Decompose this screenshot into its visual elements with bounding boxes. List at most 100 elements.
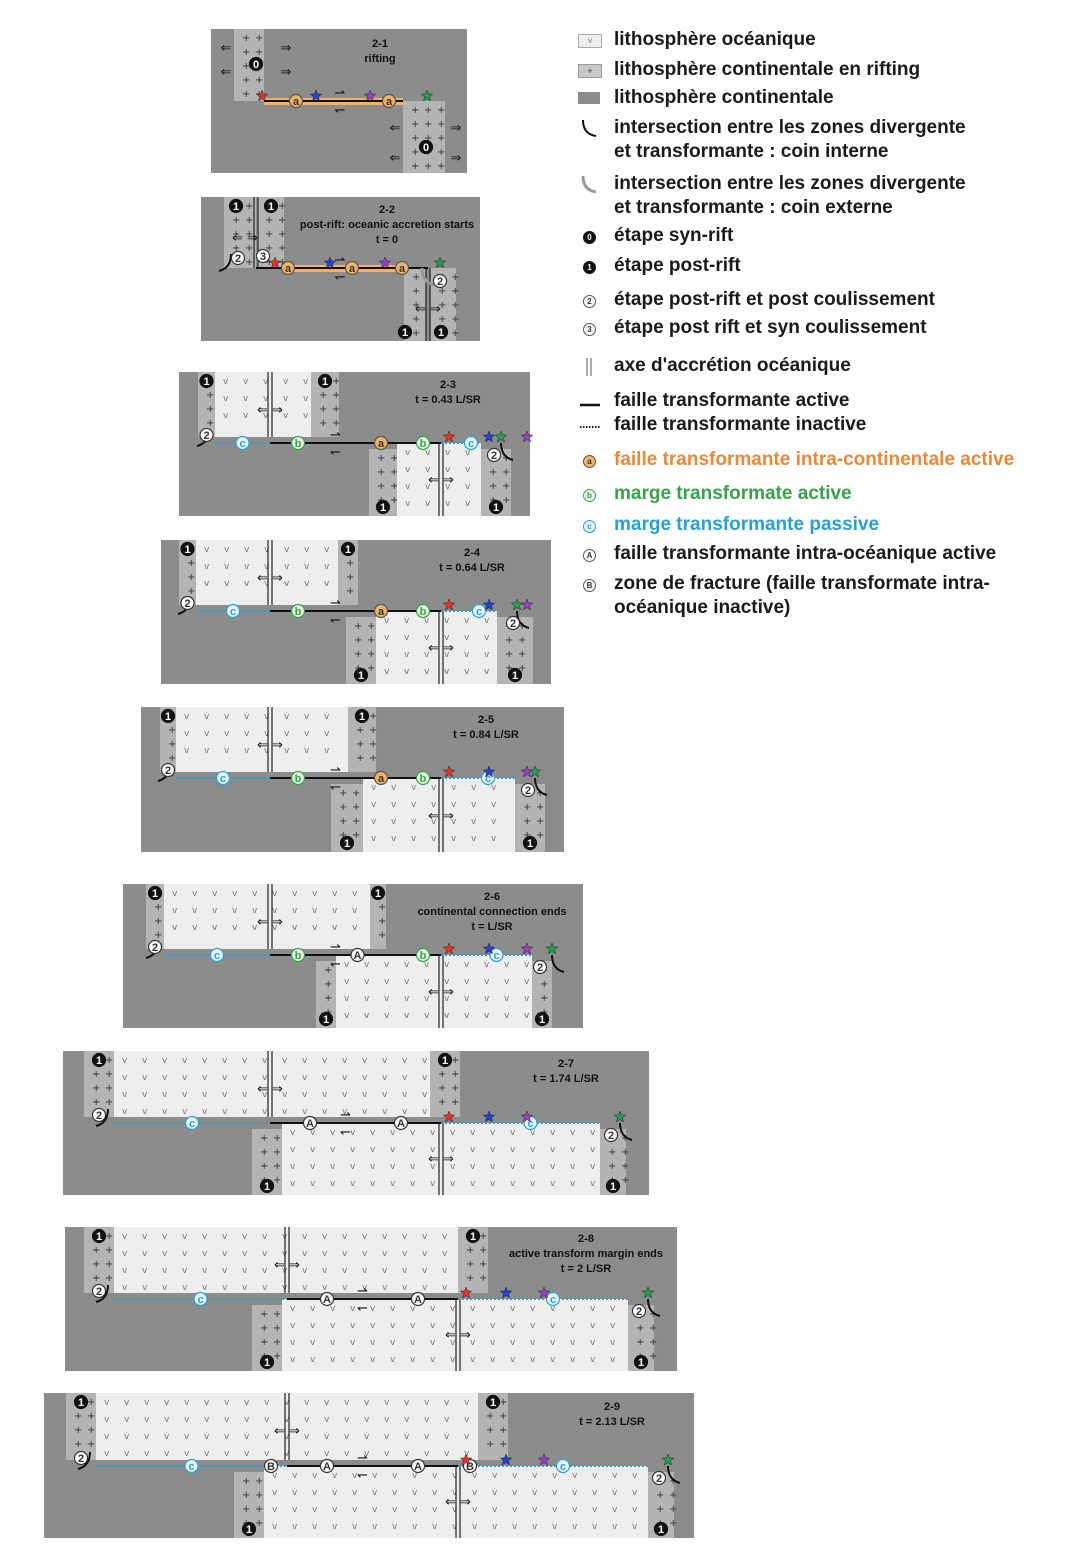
spreading-arrows-arrows: ⇐ ⇒	[232, 231, 258, 246]
oceanic-v-mark: v	[384, 616, 390, 626]
rifting-plus-mark: +	[502, 481, 510, 492]
oceanic-v-mark: v	[422, 1283, 428, 1293]
oceanic-v-mark: v	[242, 1073, 248, 1083]
oceanic-v-mark: v	[362, 1090, 368, 1100]
oceanic-v-mark: v	[510, 1304, 516, 1314]
oceanic-v-mark: v	[223, 394, 229, 404]
oceanic-v-mark: v	[444, 1432, 450, 1442]
marker-A-circle	[393, 1115, 409, 1131]
oceanic-v-mark: v	[444, 1398, 450, 1408]
rifting-plus-mark: +	[206, 418, 214, 429]
post-slip-marker: 2	[199, 427, 214, 443]
extension-arrow-right: ⇒	[281, 65, 292, 80]
rifting-plus-mark: +	[242, 33, 250, 44]
oceanic-v-mark: v	[572, 1505, 578, 1515]
continental-strip-upper-remnant	[338, 540, 358, 605]
rifting-plus-mark: +	[105, 1083, 113, 1094]
oceanic-v-mark: v	[162, 1073, 168, 1083]
legend-item-inner-corner: intersection entre les zones divergente …	[570, 116, 1075, 162]
rifting-plus-mark: +	[245, 229, 253, 240]
oceanic-v-mark: v	[284, 1398, 290, 1408]
oceanic-v-mark: v	[451, 800, 457, 810]
oceanic-v-mark: v	[512, 1488, 518, 1498]
oceanic-v-mark: v	[312, 1488, 318, 1498]
marker-a-circle	[373, 435, 389, 451]
oceanic-v-mark: v	[224, 579, 230, 589]
oceanic-v-mark: v	[330, 1321, 336, 1331]
oceanic-v-mark: v	[452, 1522, 458, 1532]
oceanic-v-mark: v	[510, 1338, 516, 1348]
oceanic-v-mark: v	[192, 889, 198, 899]
blue-star	[482, 1110, 496, 1123]
oceanic-v-mark: v	[532, 1522, 538, 1532]
legend-symbol-oceanic: v	[578, 30, 604, 52]
dextral-arrow-top: ⇀	[330, 763, 341, 778]
continental-strip-lower-left	[404, 268, 426, 341]
legend-symbol-a: a	[578, 450, 604, 472]
oceanic-v-mark: v	[424, 1415, 430, 1425]
marker-b: b	[290, 770, 306, 786]
oceanic-v-mark: v	[431, 834, 437, 844]
oceanic-v-mark: v	[410, 1162, 416, 1172]
legend-symbol-axis	[578, 356, 604, 378]
oceanic-v-mark: v	[242, 1056, 248, 1066]
oceanic-v-mark: v	[204, 1398, 210, 1408]
marker-c-label: c	[188, 1461, 194, 1473]
oceanic-v-mark: v	[324, 579, 330, 589]
oceanic-v-mark: v	[370, 1162, 376, 1172]
oceanic-v-mark: v	[342, 1232, 348, 1242]
oceanic-v-mark: v	[182, 1073, 188, 1083]
oceanic-v-mark: v	[411, 817, 417, 827]
marker-A: A	[350, 947, 365, 963]
inner-corner-left	[77, 1451, 91, 1470]
post-slip-marker-label: 2	[96, 1286, 102, 1298]
marker-c-label: c	[197, 1294, 203, 1306]
oceanic-block-upper	[164, 884, 370, 949]
rifting-plus-mark: +	[273, 1133, 281, 1144]
oceanic-v-mark: v	[550, 1355, 556, 1365]
oceanic-v-mark: v	[192, 906, 198, 916]
oceanic-v-mark: v	[390, 1355, 396, 1365]
outer-corner	[420, 267, 435, 287]
accretion-axis-lower	[438, 443, 444, 516]
rifting-plus-mark: +	[265, 215, 273, 226]
oceanic-v-mark: v	[122, 1107, 128, 1117]
rifting-plus-mark: +	[437, 147, 445, 158]
blue-star	[482, 430, 496, 443]
rifting-plus-mark: +	[319, 418, 327, 429]
dextral-arrow-bottom: ↽	[330, 445, 341, 460]
oceanic-v-mark: v	[472, 1505, 478, 1515]
panel-title-2-9: 2-9t = 2.13 L/SR	[579, 1401, 645, 1428]
rifting-plus-mark: +	[466, 1245, 474, 1256]
oceanic-v-mark: v	[272, 1471, 278, 1481]
rifting-plus-mark: +	[92, 1245, 100, 1256]
legend-symbol-A: A	[578, 544, 604, 566]
blue-star	[482, 765, 496, 778]
rifting-plus-mark: +	[518, 635, 526, 646]
oceanic-v-mark: v	[431, 783, 437, 793]
oceanic-v-mark: v	[371, 800, 377, 810]
oceanic-v-mark: v	[224, 562, 230, 572]
oceanic-v-mark: v	[324, 1432, 330, 1442]
post-rift-marker-label: 1	[527, 838, 533, 850]
spreading-arrows-upper-arrows: ⇐ ⇒	[257, 915, 283, 930]
post-rift-marker-circle	[340, 541, 356, 557]
oceanic-v-mark: v	[490, 1128, 496, 1138]
oceanic-v-mark: v	[182, 1056, 188, 1066]
marker-a-circle	[373, 770, 389, 786]
oceanic-v-mark: v	[312, 906, 318, 916]
oceanic-v-mark: v	[264, 746, 270, 756]
oceanic-v-mark: v	[232, 889, 238, 899]
oceanic-v-mark: v	[142, 1266, 148, 1276]
legend-text-rifting: lithosphère continentale en rifting	[614, 59, 921, 80]
oceanic-v-mark: v	[212, 889, 218, 899]
rifting-plus-mark: +	[367, 663, 375, 674]
accretion-axis-upper	[267, 372, 273, 437]
oceanic-v-mark: v	[390, 1321, 396, 1331]
oceanic-v-mark: v	[304, 1415, 310, 1425]
marker-b-circle	[415, 435, 431, 451]
green-star	[528, 765, 542, 778]
spreading-arrows-lower-arrows: ⇐ ⇒	[428, 809, 454, 824]
